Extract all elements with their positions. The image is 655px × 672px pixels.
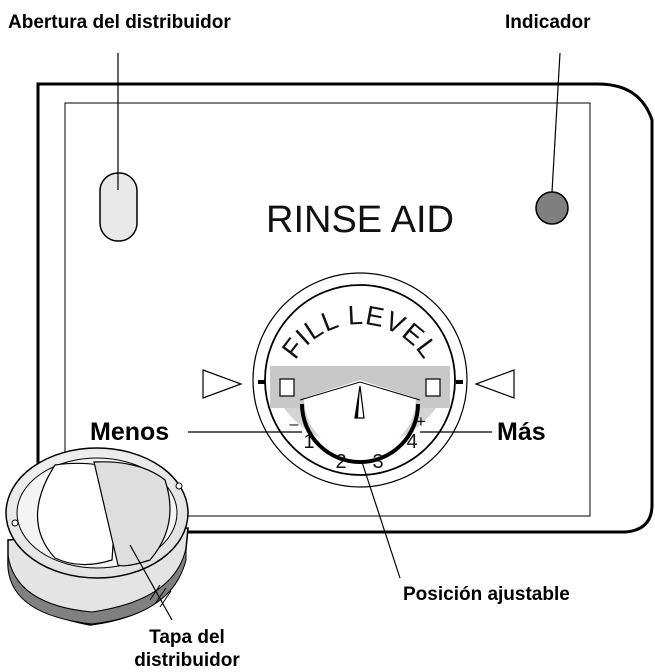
label-less: Menos xyxy=(90,418,169,446)
leader-line-indicator xyxy=(551,52,561,193)
label-more: Más xyxy=(497,418,546,446)
label-adjustable-position: Posición ajustable xyxy=(403,584,570,605)
label-cap-line1: Tapa del xyxy=(149,627,225,648)
fill-window-top xyxy=(299,381,421,401)
leader-line-adjustable xyxy=(361,461,401,579)
cap-grip-right xyxy=(93,461,171,567)
fill-window-arc xyxy=(300,403,420,464)
left-square xyxy=(279,378,295,397)
fill-level-letter: L xyxy=(347,300,364,331)
dial-number-3: 3 xyxy=(372,451,383,473)
leader-line-cap xyxy=(129,544,173,621)
cap-ridges xyxy=(149,584,172,608)
plus-sign: + xyxy=(416,412,426,431)
dial-pointer-shade xyxy=(355,386,360,418)
dial-number-2: 2 xyxy=(335,451,346,473)
label-indicator: Indicador xyxy=(505,12,591,33)
cap-mark-right xyxy=(175,482,183,490)
right-dash xyxy=(456,380,463,384)
left-dash xyxy=(258,380,265,384)
dial-number-4: 4 xyxy=(406,431,417,453)
dial-number-1: 1 xyxy=(303,431,314,453)
label-dispenser-opening: Abertura del distribuidor xyxy=(8,12,231,33)
right-square xyxy=(425,378,441,397)
cap-gray-ring xyxy=(7,547,187,625)
dispenser-cap xyxy=(5,447,189,626)
panel-title: RINSE AID xyxy=(266,199,454,241)
minus-sign: – xyxy=(290,416,299,433)
label-cap-line2: distribuidor xyxy=(134,650,240,671)
cap-grip-left xyxy=(37,462,119,566)
left-arrow-icon xyxy=(202,369,243,399)
cap-mark-left xyxy=(11,519,19,527)
indicator-light xyxy=(535,191,569,225)
right-arrow-icon xyxy=(474,369,515,399)
fill-level-letter: E xyxy=(363,300,387,333)
